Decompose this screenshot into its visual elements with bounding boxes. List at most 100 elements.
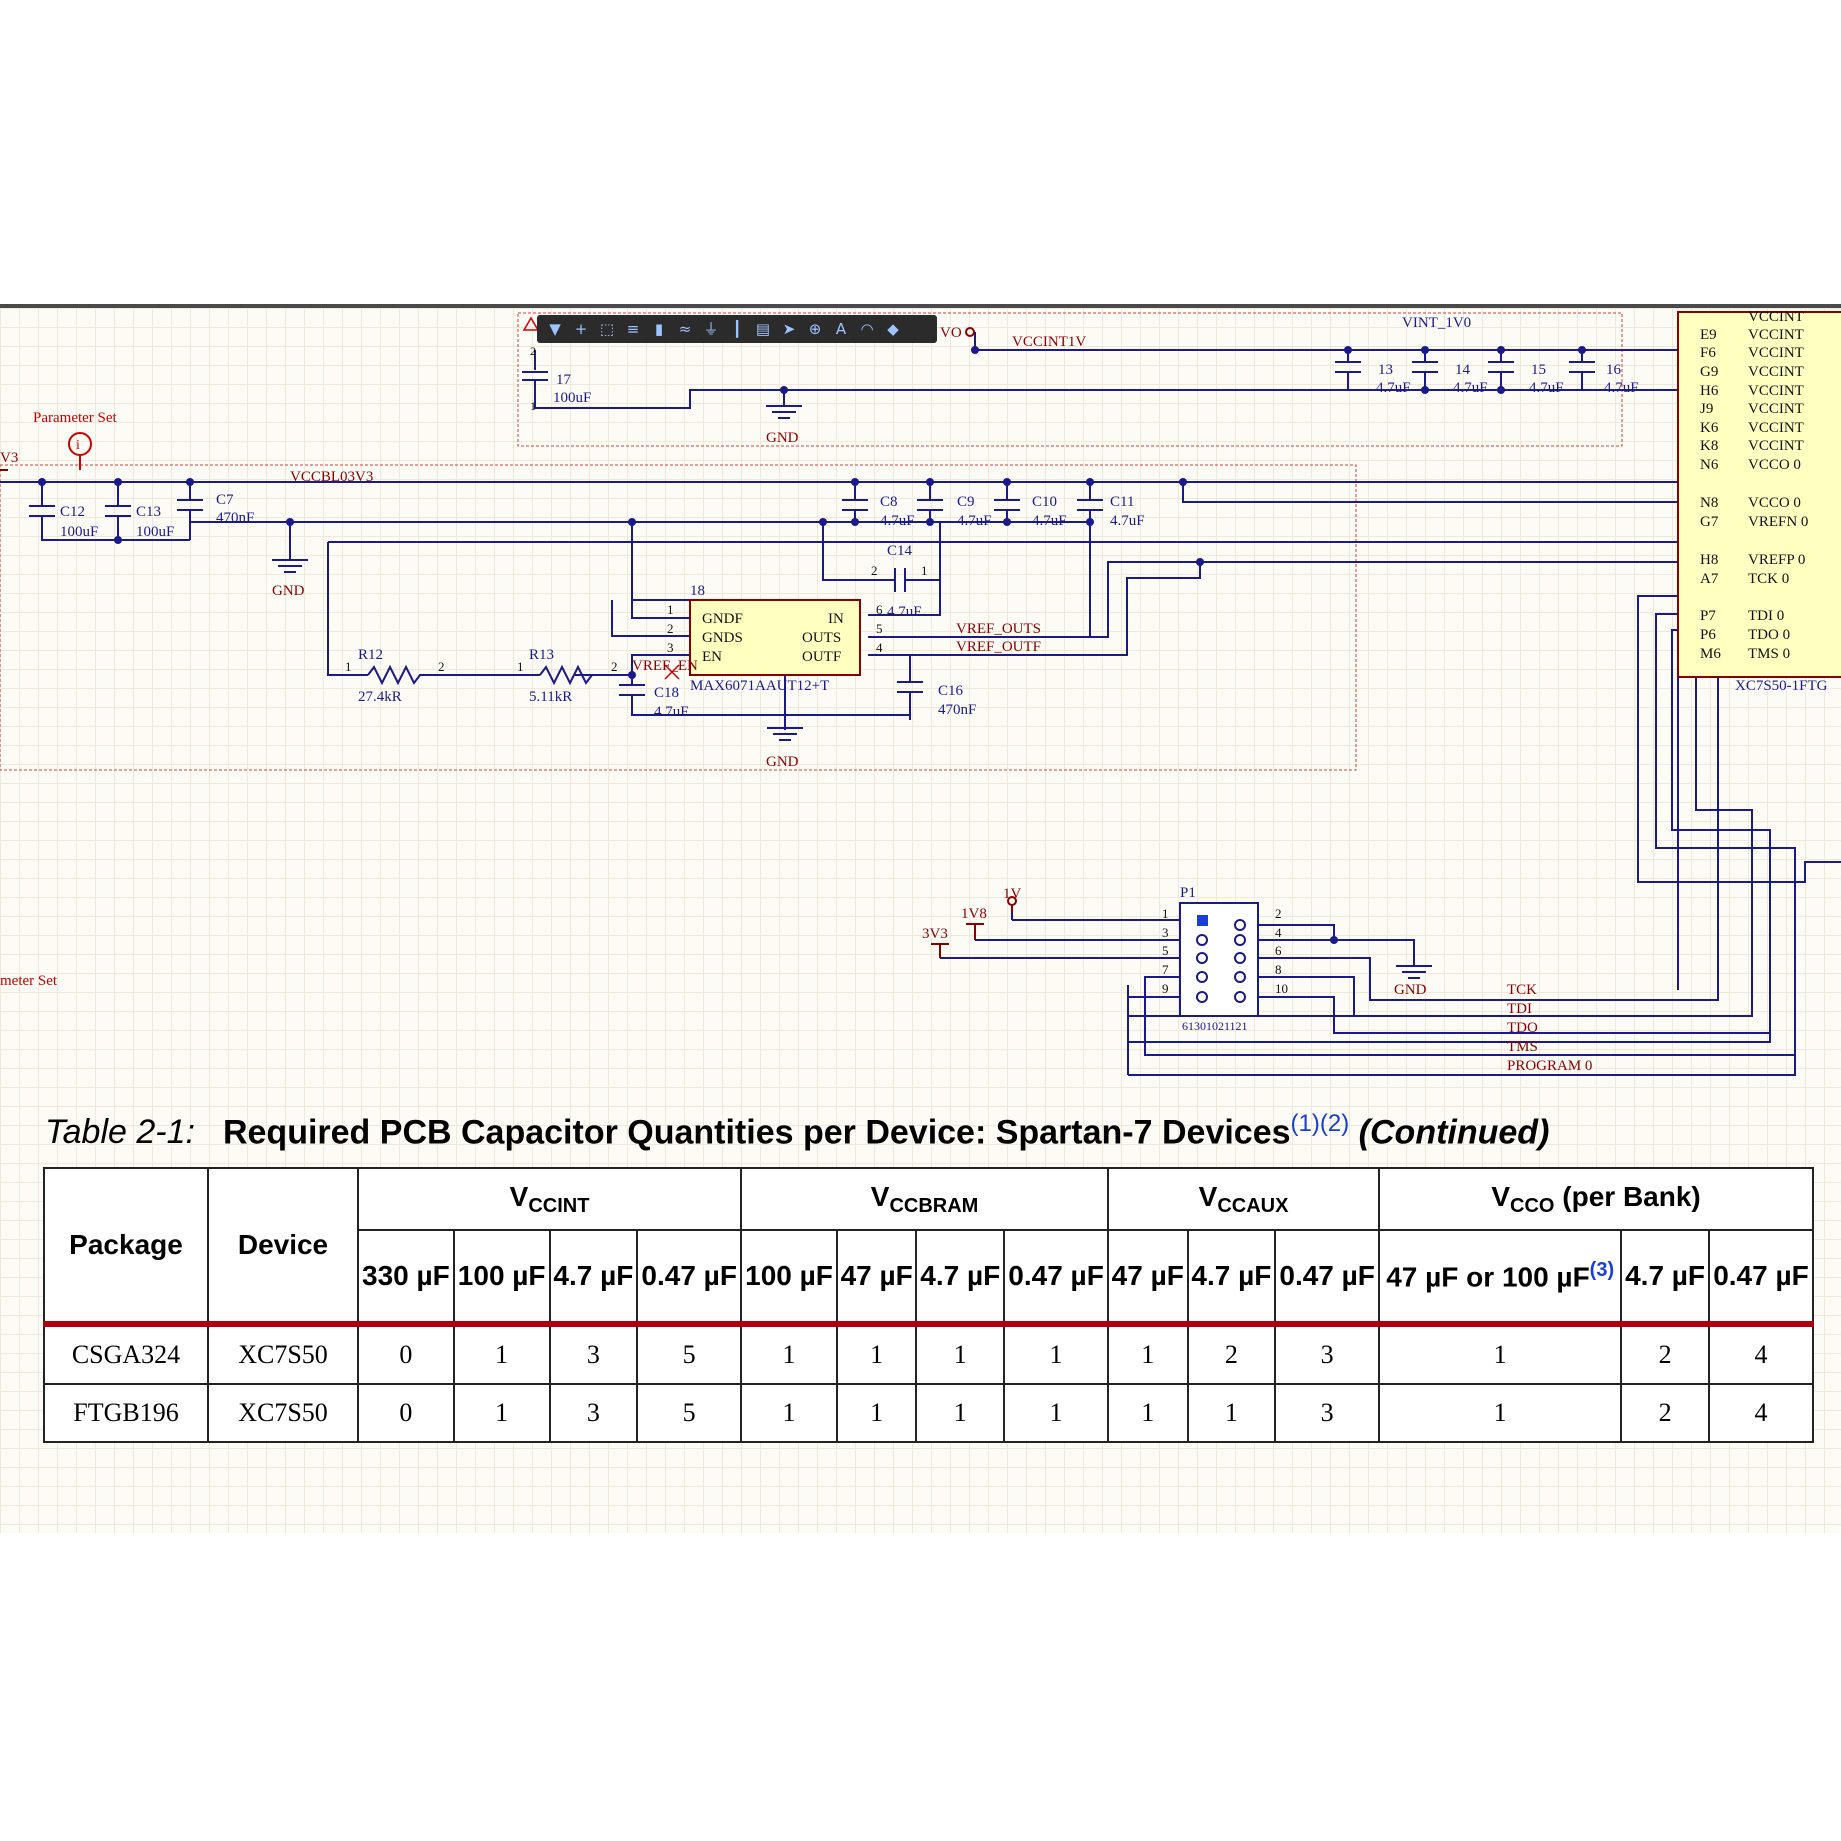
pin-number: 1	[921, 563, 928, 578]
device-cell: XC7S50	[207, 1323, 359, 1385]
wire-icon[interactable]: ≈	[678, 320, 692, 338]
ic-pin-name: EN	[702, 649, 722, 665]
cap-value: 4.7uF	[1529, 380, 1564, 396]
cap-value: 4.7uF	[1110, 513, 1145, 529]
fpga-pin-ball: N6	[1700, 457, 1719, 473]
header-pin-number: 10	[1275, 981, 1288, 996]
select-rect-icon[interactable]: ⬚	[599, 320, 615, 338]
ic-ref: 18	[690, 583, 705, 599]
quantity-cell: 1	[1003, 1383, 1109, 1443]
max6071-ic[interactable]	[689, 599, 861, 676]
fpga-pin-ball: G7	[1700, 514, 1719, 530]
package-cell: CSGA324	[43, 1323, 209, 1385]
fpga-pin-ball: P7	[1700, 608, 1716, 624]
pin-number: 2	[611, 659, 618, 674]
fpga-pin-ball: F6	[1700, 345, 1716, 361]
power-icon[interactable]: ⊕	[808, 320, 822, 338]
net-icon[interactable]: ▤	[755, 320, 771, 338]
arc-icon[interactable]: ◠	[860, 320, 874, 338]
cap-value: 4.7uF	[957, 513, 992, 529]
capacitor-plates	[29, 361, 1595, 696]
text-icon[interactable]: A	[835, 320, 847, 338]
cap-value: 4.7uF	[1453, 380, 1488, 396]
fpga-pin-name: VCCINT	[1748, 401, 1804, 417]
net-program: PROGRAM 0	[1507, 1058, 1592, 1074]
cap-ref: 17	[556, 372, 572, 388]
filter-icon[interactable]: ▼	[549, 320, 561, 338]
fpga-symbol[interactable]	[1677, 311, 1841, 678]
ic-part: MAX6071AAUT12+T	[690, 678, 829, 694]
package-cell: FTGB196	[43, 1383, 209, 1443]
warning-icon[interactable]	[522, 316, 540, 331]
cap-value: 100uF	[553, 390, 591, 406]
ground-icon	[271, 551, 309, 573]
left-edge-net: V3	[0, 450, 18, 466]
fpga-pin-ball: K8	[1700, 438, 1718, 454]
jtag-header[interactable]	[1179, 902, 1259, 1017]
gnd-label-2: GND	[272, 583, 305, 599]
cap-ref: C12	[60, 504, 85, 520]
pin1-marker	[1197, 915, 1208, 926]
port-icon[interactable]: ➤	[782, 320, 796, 338]
quantity-cell: 1	[1107, 1323, 1189, 1385]
fpga-pin-name: VCCINT	[1748, 327, 1804, 343]
net-vref-en: VREF_EN	[632, 658, 698, 674]
quantity-cell: 1	[1003, 1323, 1109, 1385]
resistors	[367, 664, 593, 686]
pin-number: 1	[345, 659, 352, 674]
fpga-pin-name: VREFP 0	[1748, 552, 1805, 568]
wires	[0, 318, 1841, 1076]
quantity-cell: 1	[835, 1323, 918, 1385]
resistor-value: 5.11kR	[529, 689, 572, 705]
col-package: Package	[43, 1167, 209, 1325]
cap-value: 470nF	[216, 510, 254, 526]
schematic-toolbar[interactable]: ▼ + ⬚ ≡ ▮ ≈ ⏚ ┃ ▤ ➤ ⊕ A ◠ ◆	[537, 315, 937, 343]
resistor-value: 27.4kR	[358, 689, 402, 705]
cap-value: 4.7uF	[1376, 380, 1411, 396]
diamond-icon[interactable]: ◆	[887, 320, 899, 338]
cap-ref: 13	[1378, 362, 1393, 378]
pin-number: 1	[530, 399, 536, 413]
ic-pin-name: OUTF	[802, 649, 841, 665]
no-erc-icon[interactable]	[664, 664, 680, 680]
header-pin-number: 9	[1162, 981, 1169, 996]
header-pin-number: 5	[1162, 943, 1169, 958]
fpga-pin-ball: K6	[1700, 420, 1719, 436]
vccint-region	[517, 312, 1623, 447]
table-footnote-refs[interactable]: (1)(2)	[1290, 1110, 1350, 1137]
parameter-set-label-2: meter Set	[0, 973, 58, 989]
vref-region	[0, 464, 1357, 771]
parameter-set-icon[interactable]	[68, 432, 92, 470]
size-footnote-ref[interactable]: (3)	[1589, 1258, 1615, 1281]
cap-value: 470nF	[938, 702, 976, 718]
net-tck: TCK	[1507, 982, 1537, 998]
fpga-pin-ball: A7	[1700, 571, 1719, 587]
quantity-cell: 2	[1186, 1323, 1277, 1385]
cap-ref: C13	[136, 504, 161, 520]
fpga-pin-ball: G9	[1700, 364, 1718, 380]
ground-icon[interactable]: ⏚	[703, 320, 719, 338]
quantity-cell: 1	[1378, 1383, 1623, 1443]
net-vccint1v: VCCINT1V	[1012, 334, 1086, 350]
cap-ref: 16	[1606, 362, 1622, 378]
align-icon[interactable]: ≡	[626, 320, 640, 338]
fpga-pin-name: VCCINT	[1748, 309, 1804, 325]
gnd-label-3: GND	[766, 754, 799, 770]
group-vccint: VCCINT	[356, 1167, 743, 1231]
component-icon[interactable]: ▮	[654, 320, 664, 338]
net-1v: 1V	[1003, 886, 1022, 902]
group-vccaux: VCCAUX	[1106, 1167, 1381, 1231]
cap-ref: C14	[887, 543, 913, 559]
fpga-pin-ball: E9	[1700, 327, 1717, 343]
quantity-cell: 3	[548, 1383, 639, 1443]
bus-icon[interactable]: ┃	[732, 320, 742, 338]
header-pin-circles	[1196, 919, 1246, 1003]
ic-pin-name: IN	[828, 611, 844, 627]
plus-icon[interactable]: +	[574, 320, 588, 338]
fpga-pin-name: VCCINT	[1748, 345, 1804, 361]
header-pin-number: 3	[1162, 925, 1169, 940]
fpga-pin-ball: H6	[1700, 383, 1719, 399]
